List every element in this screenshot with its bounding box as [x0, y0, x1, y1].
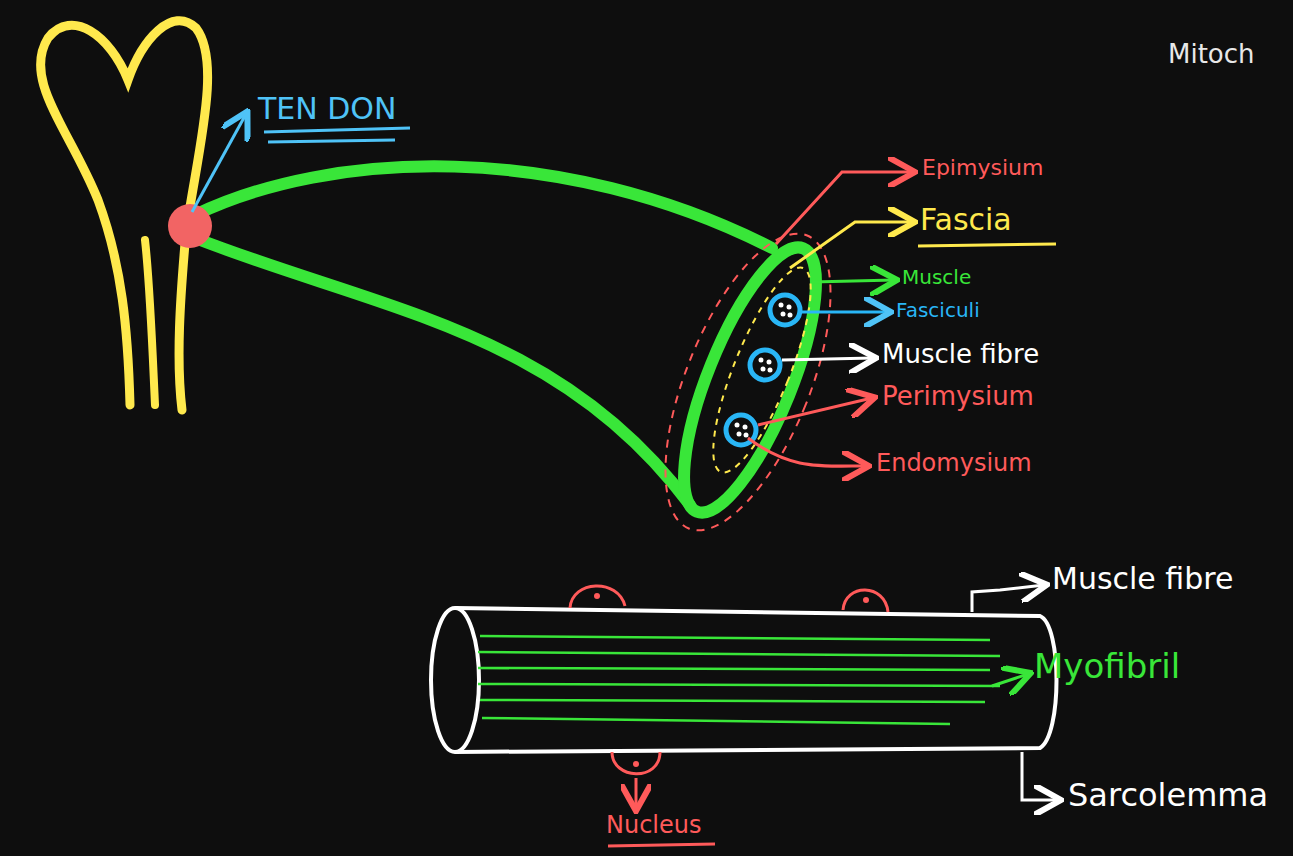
- leader-line: [992, 674, 1028, 686]
- leader-line: [776, 172, 912, 244]
- leader-line: [1022, 752, 1058, 800]
- tendon-label: TEN DON: [258, 92, 396, 125]
- fasciculi-label: Fasciculi: [896, 299, 980, 321]
- fibre-outline: [455, 608, 1057, 752]
- cut-off-note: Mitoch: [1168, 40, 1255, 69]
- bone-inner: [145, 240, 155, 405]
- leader-line: [782, 358, 873, 360]
- muscle-outline: [195, 238, 690, 505]
- myofibril-lines: [478, 636, 1000, 724]
- nucleus-label: Nucleus: [606, 812, 702, 838]
- leader-line: [790, 222, 912, 268]
- tendon: [168, 204, 212, 248]
- myofibril-label: Myofibril: [1034, 648, 1180, 685]
- fasciculus: [770, 295, 800, 325]
- underline: [918, 244, 1056, 246]
- muscle-fibre-label: Muscle fibre: [882, 340, 1039, 369]
- underline: [608, 844, 715, 846]
- leader-line: [758, 398, 872, 425]
- muscle-outline: [195, 166, 772, 248]
- leader-line: [972, 585, 1044, 612]
- leader-line: [802, 311, 888, 314]
- epimysium-dashed: [631, 212, 864, 551]
- nucleus: [570, 586, 888, 774]
- leader-line: [635, 778, 638, 808]
- nucleus-dot: [594, 593, 869, 767]
- leader-line: [748, 438, 866, 466]
- muscle-label: Muscle: [902, 266, 971, 288]
- leader-line: [812, 280, 894, 282]
- fascia-label: Fascia: [920, 203, 1012, 236]
- fasciculus: [750, 350, 780, 380]
- endomysium-label: Endomysium: [876, 450, 1032, 476]
- epimysium-label: Epimysium: [922, 156, 1043, 180]
- underline: [264, 128, 410, 142]
- fibre-end: [431, 608, 479, 752]
- tendon-leader: [192, 114, 246, 212]
- muscle-fibre-label: Muscle fibre: [1052, 562, 1233, 595]
- sarcolemma-label: Sarcolemma: [1068, 778, 1268, 813]
- muscle-section: [658, 233, 842, 528]
- perimysium-label: Perimysium: [882, 382, 1034, 411]
